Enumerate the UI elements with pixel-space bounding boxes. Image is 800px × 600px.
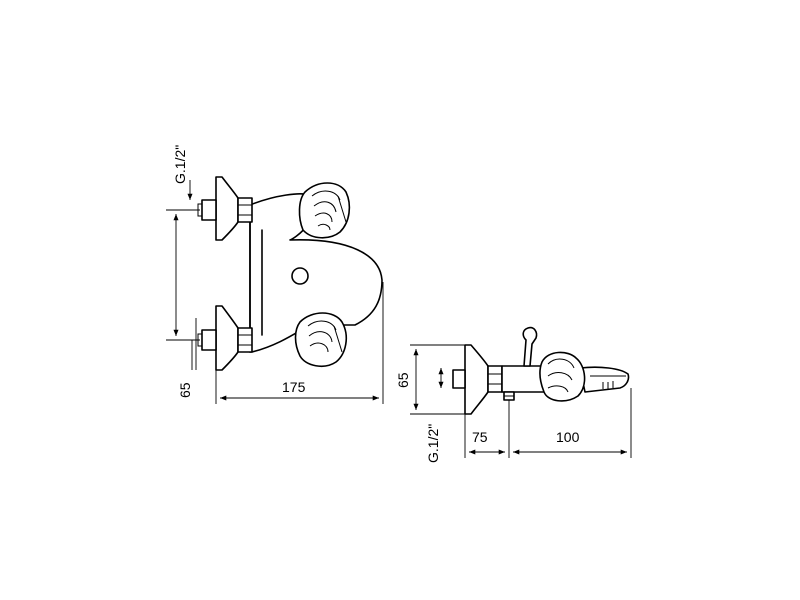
side-handle [539,351,586,402]
bottom-inlet [197,305,253,371]
side-body [501,365,546,393]
side-view: 65 G.1/2" 75 100 [395,326,632,463]
side-flange [464,344,489,415]
diverter-lever [522,326,538,367]
top-inlet [197,176,253,241]
center-hole [291,267,309,285]
front-dim-height: 65 [177,382,193,398]
side-dim-depth: 75 [472,429,488,445]
bottom-handle [294,312,348,368]
side-thread-label: G.1/2" [425,424,441,463]
side-dim-height: 65 [395,372,411,388]
top-handle [298,182,351,239]
front-thread-label: G.1/2" [172,145,188,184]
front-dim-width: 175 [282,379,306,395]
front-view: G.1/2" 65 175 [166,145,384,404]
spout [579,366,630,393]
side-dim-spout: 100 [556,429,580,445]
